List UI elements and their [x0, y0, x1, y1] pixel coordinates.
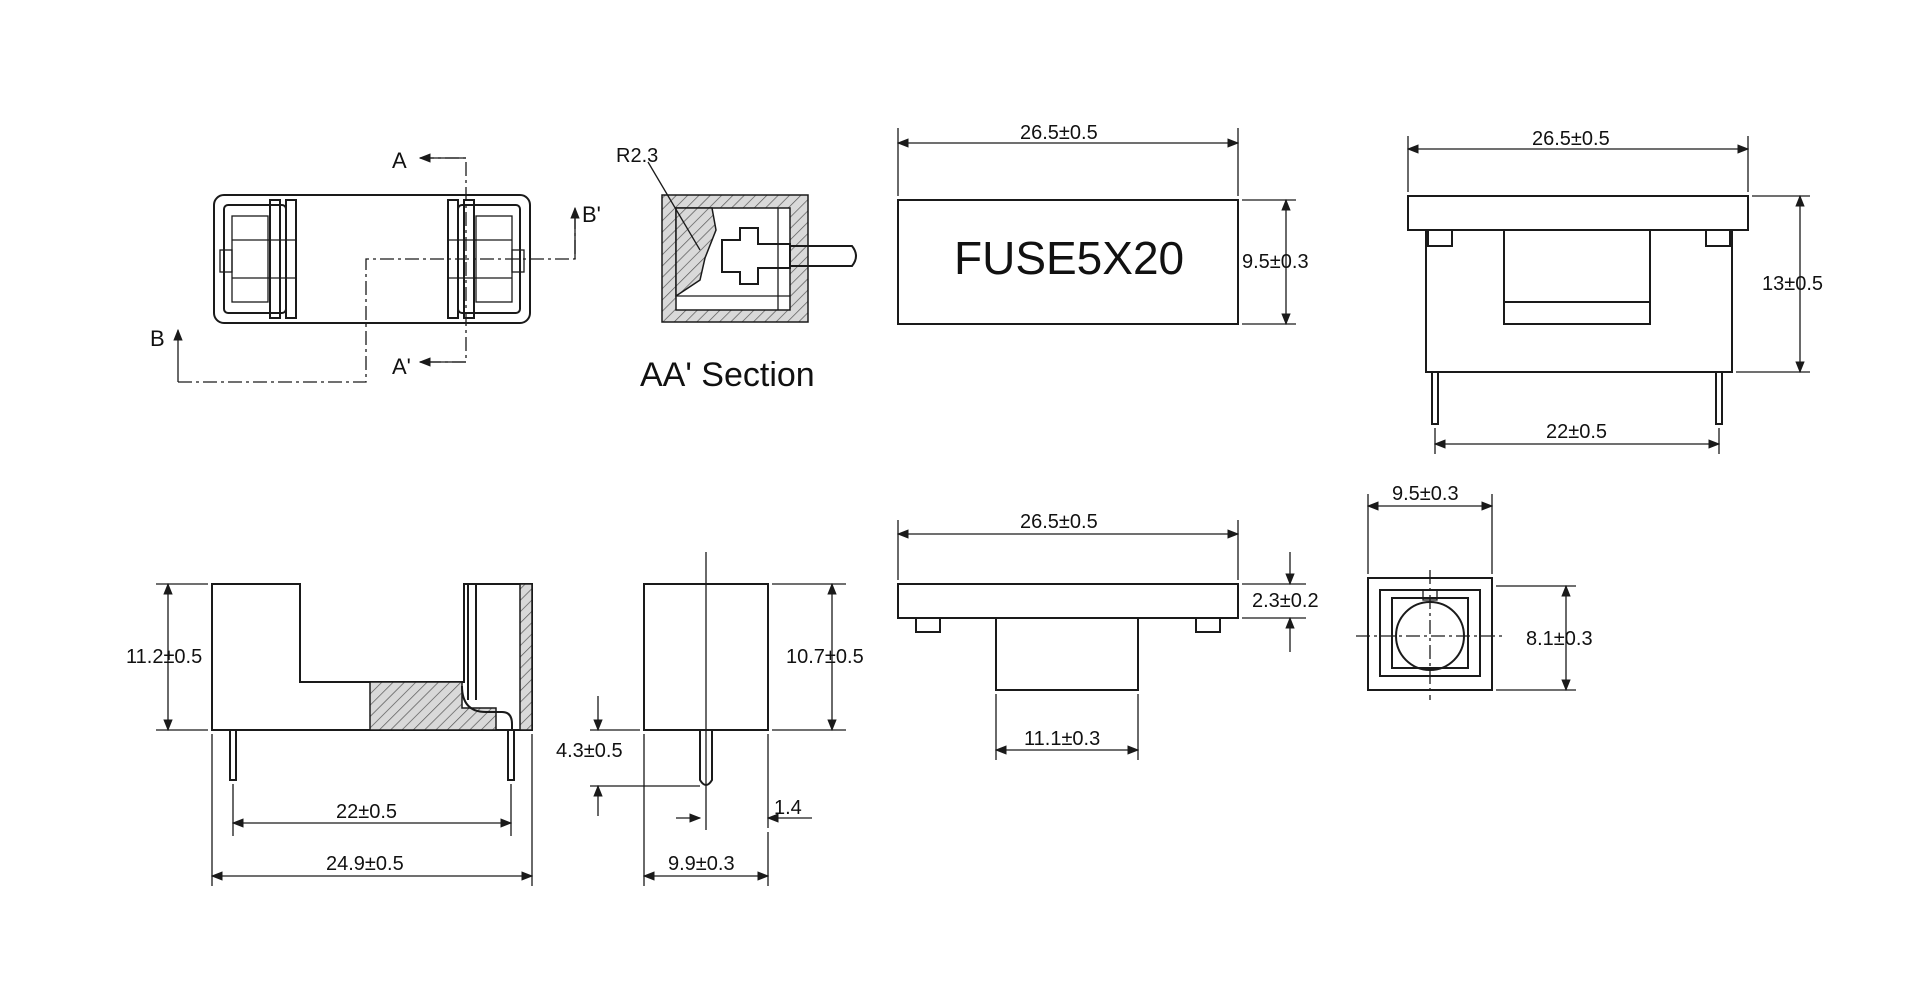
- label-b: B: [150, 326, 165, 351]
- dim-bottom-thickness: 2.3±0.2: [1252, 590, 1319, 612]
- section-contact: [721, 227, 791, 285]
- fuse-marking: FUSE5X20: [954, 232, 1184, 284]
- dim-profile-pin-offset: 1.4: [774, 797, 802, 819]
- left-tab: [219, 249, 233, 273]
- side-pin-right: [1715, 371, 1723, 425]
- label-b-prime: B': [582, 202, 601, 227]
- side-view: 26.5±0.5 13±0.5 22±0.5: [1406, 128, 1823, 454]
- profile-pin: [699, 729, 713, 786]
- label-a-prime: A': [392, 354, 411, 379]
- dim-section-length: 24.9±0.5: [326, 853, 404, 875]
- section-pin: [790, 245, 857, 267]
- bb-hatch-1: [369, 681, 497, 731]
- bottom-boss: [995, 617, 1139, 691]
- dim-front-height: 9.5±0.3: [1242, 251, 1309, 273]
- dim-bottom-boss: 11.1±0.3: [1024, 728, 1100, 750]
- bb-hatch-2: [519, 583, 533, 731]
- bb-pin-left: [229, 729, 237, 781]
- dim-end-height: 8.1±0.3: [1526, 628, 1593, 650]
- bb-pin-right: [507, 729, 515, 781]
- side-body: [1425, 229, 1733, 373]
- front-view: FUSE5X20 26.5±0.5 9.5±0.3: [896, 122, 1309, 326]
- dim-side-length: 26.5±0.5: [1532, 128, 1610, 150]
- right-tab: [511, 249, 525, 273]
- dim-profile-pin-length: 4.3±0.5: [556, 740, 623, 762]
- profile-view: 10.7±0.5 4.3±0.5 1.4 9.9±0.3: [556, 552, 864, 886]
- bb-section-view: 11.2±0.5 22±0.5 24.9±0.5: [126, 582, 534, 886]
- section-caption: AA' Section: [640, 356, 815, 394]
- left-contact-2: [285, 199, 297, 319]
- end-view: 9.5±0.3 8.1±0.3: [1356, 483, 1593, 700]
- side-pin-left: [1431, 371, 1439, 425]
- left-contact: [269, 199, 281, 319]
- label-radius: R2.3: [616, 145, 658, 167]
- dim-profile-width: 9.9±0.3: [668, 853, 735, 875]
- dim-side-pin-spacing: 22±0.5: [1546, 421, 1607, 443]
- section-cradle: [675, 207, 717, 298]
- dim-profile-height: 10.7±0.5: [786, 646, 864, 668]
- side-cap: [1407, 195, 1749, 231]
- front-view-outline: [897, 199, 1239, 325]
- dim-side-height: 13±0.5: [1762, 273, 1823, 295]
- end-frame: [1379, 589, 1481, 677]
- label-a: A: [392, 148, 407, 173]
- dim-bottom-length: 26.5±0.5: [1020, 511, 1098, 533]
- bottom-view: 26.5±0.5 2.3±0.2 11.1±0.3: [896, 511, 1319, 760]
- dim-end-width: 9.5±0.3: [1392, 483, 1459, 505]
- side-window: [1503, 229, 1651, 325]
- top-view: A A' B B': [150, 148, 601, 383]
- bottom-base: [897, 583, 1239, 619]
- aa-section-view: R2.3 AA' Section: [616, 145, 857, 394]
- dim-section-pin-spacing: 22±0.5: [336, 801, 397, 823]
- dim-front-length: 26.5±0.5: [1020, 122, 1098, 144]
- radius-leader: [647, 161, 701, 251]
- dim-section-height: 11.2±0.5: [126, 646, 202, 668]
